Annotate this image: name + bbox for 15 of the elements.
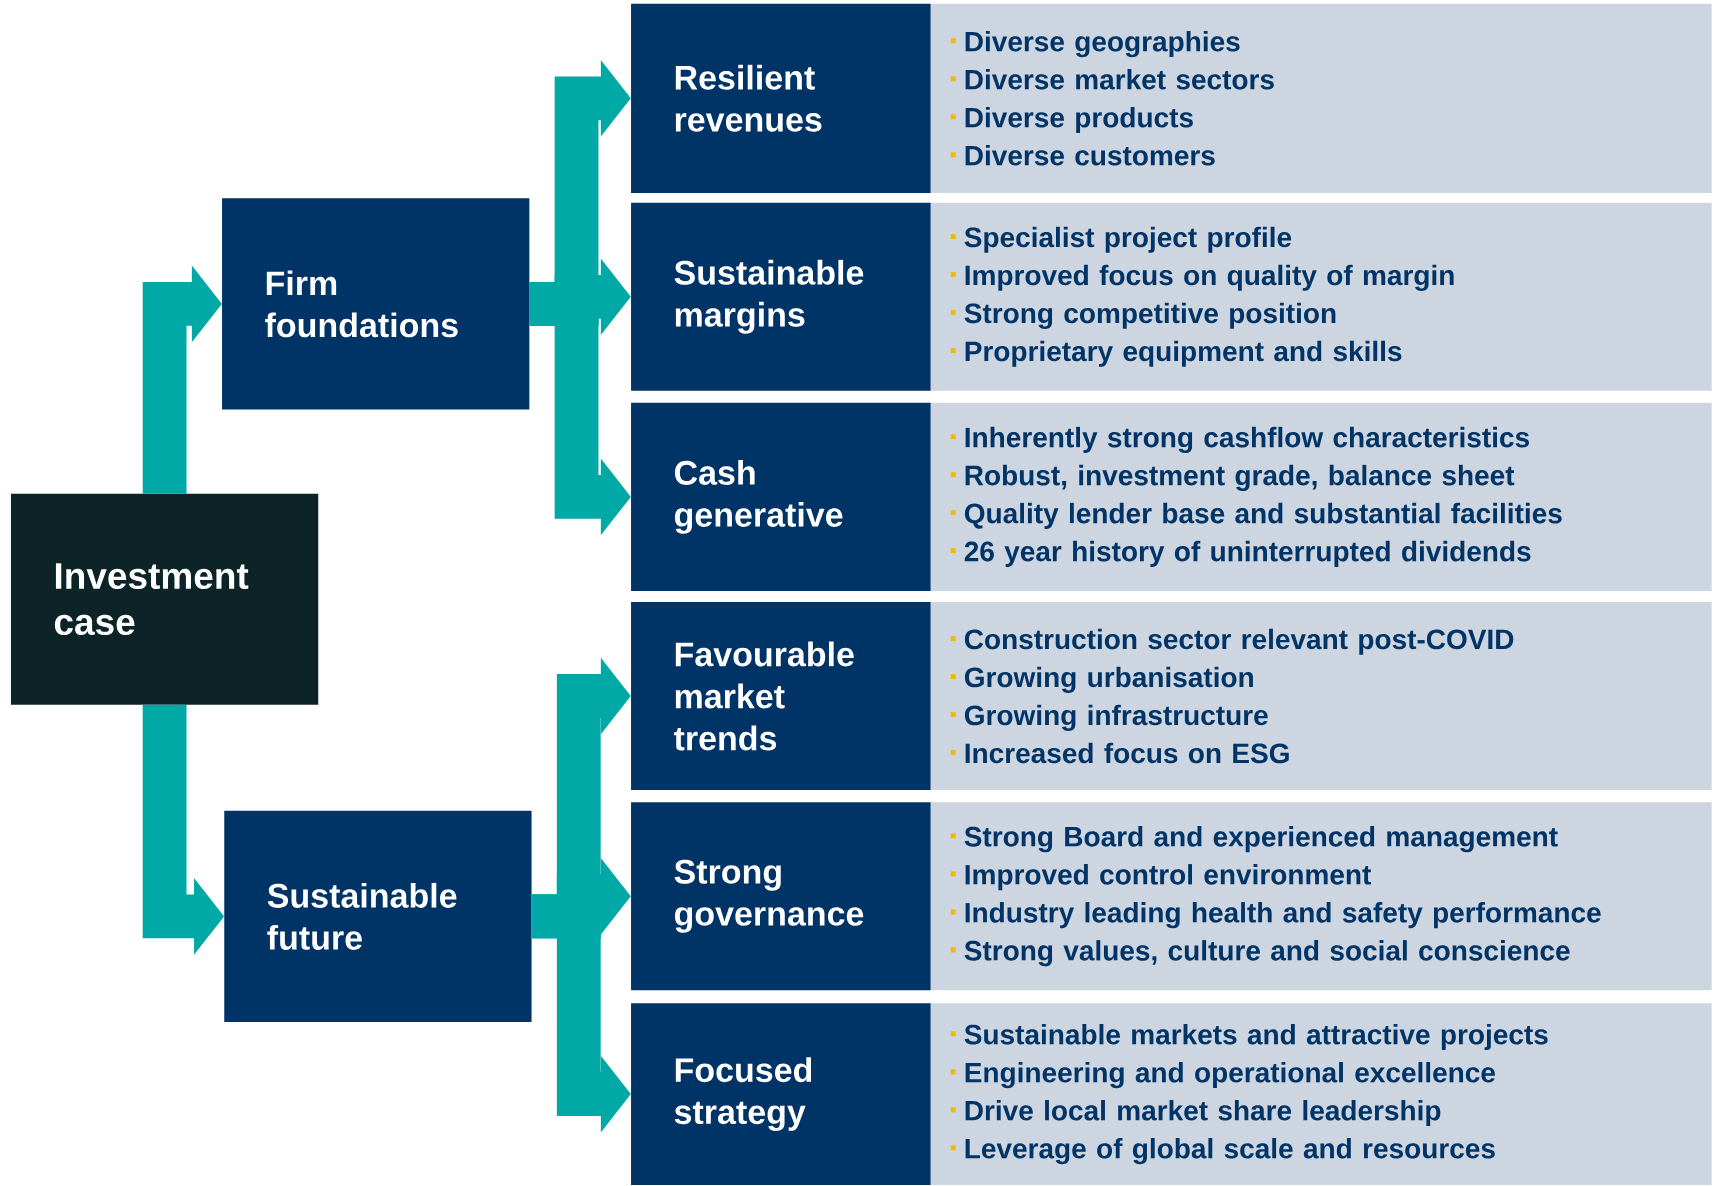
theme-box: Cash generative xyxy=(631,402,931,591)
theme-box: Focused strategy xyxy=(631,1003,931,1185)
bullet-panel: Construction sector relevant post-COVID Growing urbanisation Growing infrastructure Increased focus on ESG xyxy=(930,601,1712,791)
bullet-panel: Sustainable markets and attractive projects Engineering and operational excellence Drive local market share leadership Leverage of global scale and resources xyxy=(930,1003,1712,1185)
theme-box: Sustainable margins xyxy=(631,202,931,391)
bullet-panel: Inherently strong cashflow characteristics Robust, investment grade, balance sheet Quality lender base and substantial facilities 26 year history of uninterrupted dividends xyxy=(930,402,1712,591)
bullet-panel: Specialist project profile Improved focus on quality of margin Strong competitive position Proprietary equipment and skills xyxy=(930,202,1712,391)
theme-box: Strong governance xyxy=(631,802,931,991)
category-box: Sustainable future xyxy=(224,810,532,1022)
theme-box: Favourable market trends xyxy=(631,601,931,791)
root-box: Investment case xyxy=(10,493,319,705)
theme-box: Resilient revenues xyxy=(631,3,931,193)
bullet-panel: Diverse geographies Diverse market sectors Diverse products Diverse customers xyxy=(930,3,1712,193)
bullet-panel: Strong Board and experienced management Improved control environment Industry leading health and safety performance Strong values, culture and social conscience xyxy=(930,802,1712,991)
category-box: Firm foundations xyxy=(222,198,530,410)
